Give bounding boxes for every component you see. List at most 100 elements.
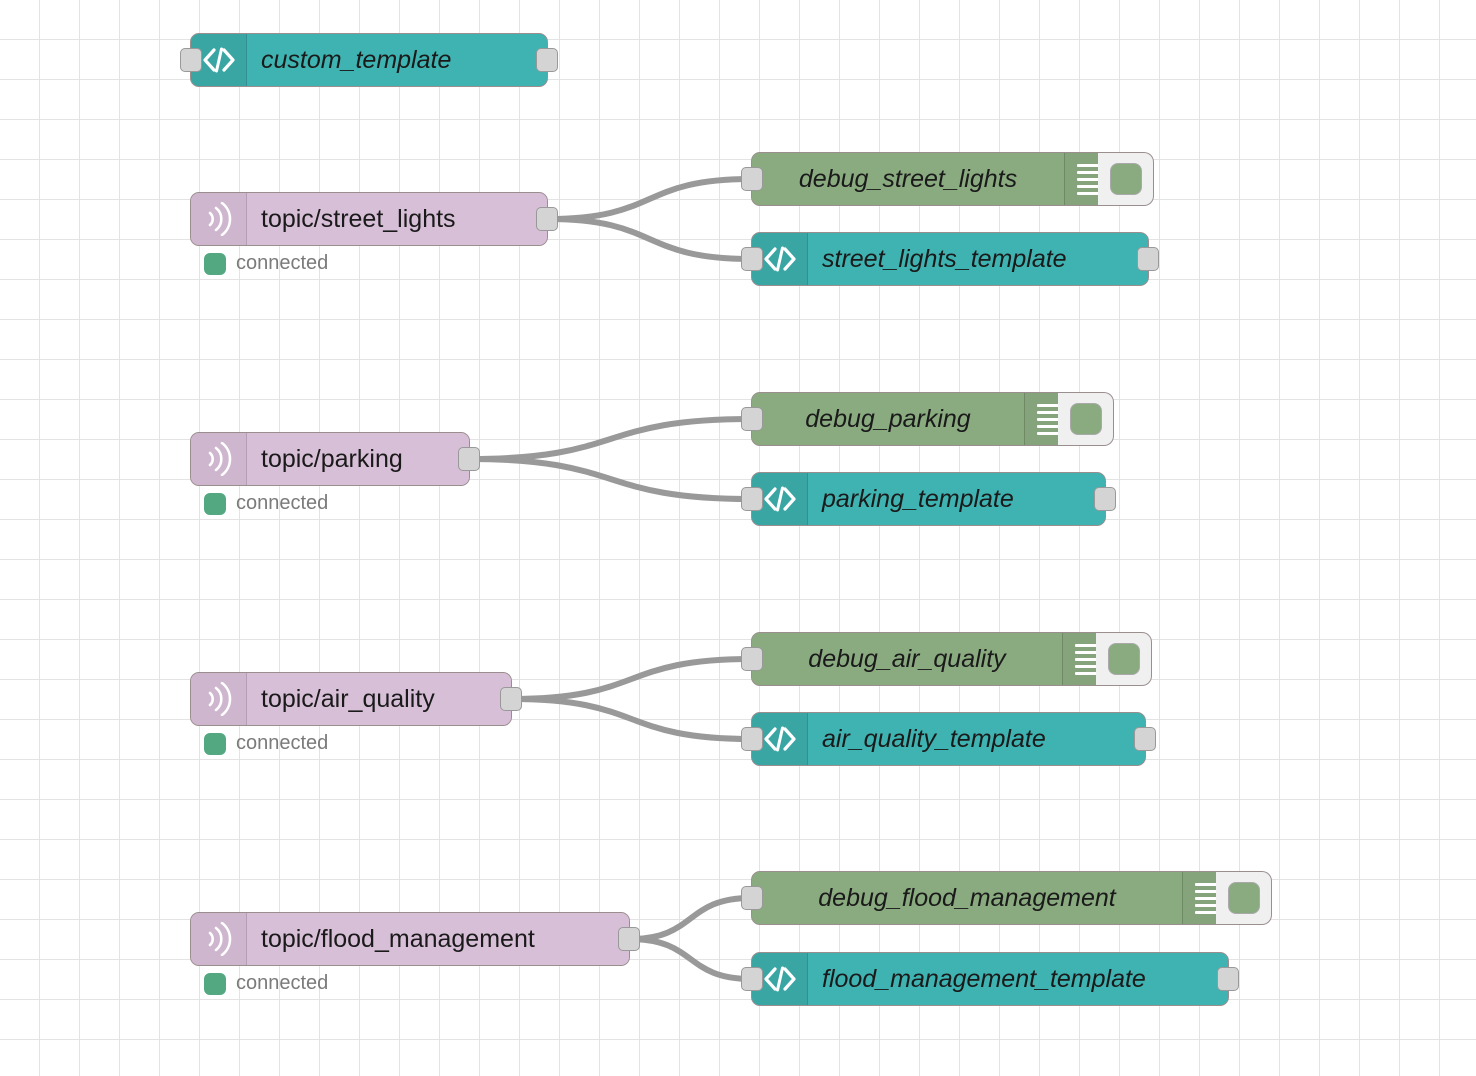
input-port[interactable] [741,487,763,511]
broadcast-signal-icon [208,202,231,236]
wire-topic_parking-to-parking_template[interactable] [467,456,754,502]
node-label: topic/air_quality [261,684,435,713]
debug-toggle-indicator [1227,882,1260,914]
wire-topic_flood_management-to-flood_management_template[interactable] [627,936,754,982]
node-body: debug_parking [752,393,1070,445]
node-air_quality_template[interactable]: air_quality_template [741,712,1156,766]
node-topic_parking[interactable]: topic/parking [190,432,480,486]
input-port[interactable] [741,407,763,431]
node-label: air_quality_template [822,724,1046,753]
node-body: flood_management_template [752,953,1228,1005]
code-icon [763,726,796,752]
debug-lines-icon [1182,872,1228,924]
node-body: air_quality_template [752,713,1145,765]
code-icon [763,246,796,272]
wire-topic_air_quality-to-debug_air_quality[interactable] [509,656,754,702]
input-port[interactable] [741,647,763,671]
wire-topic_flood_management-to-debug_flood_management[interactable] [627,895,754,942]
node-debug_flood_management[interactable]: debug_flood_management [741,871,1272,925]
output-port[interactable] [1094,487,1116,511]
code-icon [763,486,796,512]
mqtt-icon-cell [191,433,247,485]
node-parking_template[interactable]: parking_template [741,472,1116,526]
debug-toggle-button[interactable] [1216,871,1272,925]
status-dot [204,252,226,275]
debug-toggle-button[interactable] [1098,152,1154,206]
debug-toggle-button[interactable] [1058,392,1114,446]
input-port[interactable] [180,48,202,72]
input-port[interactable] [741,967,763,991]
node-label: topic/parking [261,444,403,473]
output-port[interactable] [618,927,640,951]
input-port[interactable] [741,886,763,910]
status-label: connected [236,972,329,994]
broadcast-signal-icon [208,922,231,956]
status-label: connected [236,252,329,274]
debug-toggle-button[interactable] [1096,632,1152,686]
output-port[interactable] [536,207,558,231]
node-status: connected [204,492,328,515]
node-label: topic/street_lights [261,204,456,233]
output-port[interactable] [1217,967,1239,991]
wire-topic_parking-to-debug_parking[interactable] [467,416,754,462]
status-label: connected [236,492,329,514]
output-port[interactable] [500,687,522,711]
debug-toggle-indicator [1109,163,1142,195]
node-custom_template[interactable]: custom_template [180,33,558,87]
status-dot [204,972,226,995]
debug-lines-icon [1024,393,1070,445]
node-topic_air_quality[interactable]: topic/air_quality [190,672,522,726]
node-street_lights_template[interactable]: street_lights_template [741,232,1159,286]
node-label: debug_flood_management [818,883,1116,912]
node-debug_air_quality[interactable]: debug_air_quality [741,632,1152,686]
node-body: topic/parking [191,433,469,485]
node-body: debug_flood_management [752,872,1228,924]
wire-topic_air_quality-to-air_quality_template[interactable] [509,696,754,742]
input-port[interactable] [741,167,763,191]
status-dot [204,492,226,515]
debug-lines-icon [1064,153,1110,205]
node-label: street_lights_template [822,244,1067,273]
output-port[interactable] [1137,247,1159,271]
node-body: debug_street_lights [752,153,1110,205]
debug-toggle-indicator [1107,643,1140,675]
node-status: connected [204,972,328,995]
node-body: parking_template [752,473,1105,525]
output-port[interactable] [458,447,480,471]
node-body: topic/flood_management [191,913,629,965]
wire-topic_street_lights-to-debug_street_lights[interactable] [545,176,754,222]
broadcast-signal-icon [208,442,231,476]
status-dot [204,732,226,755]
node-label: debug_parking [805,404,971,433]
debug-lines-icon [1062,633,1108,685]
node-label: parking_template [822,484,1014,513]
code-icon [763,966,796,992]
node-body: topic/street_lights [191,193,547,245]
node-label: flood_management_template [822,964,1146,993]
input-port[interactable] [741,727,763,751]
node-flood_management_template[interactable]: flood_management_template [741,952,1239,1006]
node-body: street_lights_template [752,233,1148,285]
mqtt-icon-cell [191,673,247,725]
node-body: topic/air_quality [191,673,511,725]
node-label: custom_template [261,45,452,74]
code-icon [202,47,235,73]
node-topic_flood_management[interactable]: topic/flood_management [190,912,640,966]
node-label: debug_air_quality [808,644,1006,673]
node-label: debug_street_lights [798,164,1018,193]
broadcast-signal-icon [208,682,231,716]
output-port[interactable] [536,48,558,72]
node-status: connected [204,252,328,275]
node-debug_street_lights[interactable]: debug_street_lights [741,152,1154,206]
node-topic_street_lights[interactable]: topic/street_lights [190,192,558,246]
status-label: connected [236,732,329,754]
node-status: connected [204,732,328,755]
input-port[interactable] [741,247,763,271]
debug-toggle-indicator [1069,403,1102,435]
output-port[interactable] [1134,727,1156,751]
node-debug_parking[interactable]: debug_parking [741,392,1114,446]
wire-topic_street_lights-to-street_lights_template[interactable] [545,216,754,262]
mqtt-icon-cell [191,193,247,245]
mqtt-icon-cell [191,913,247,965]
